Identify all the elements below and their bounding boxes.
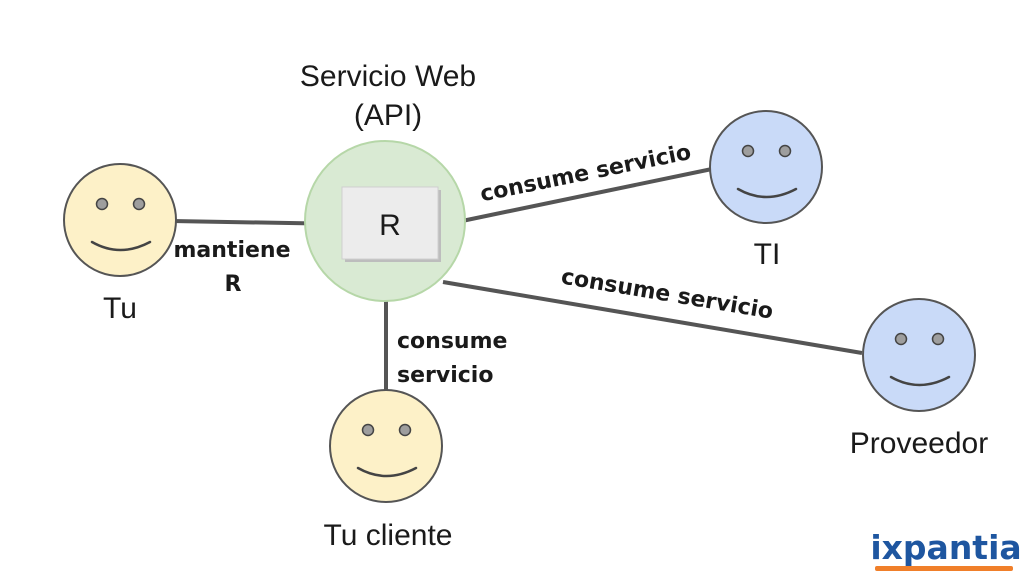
logo-text: ixpantia: [870, 528, 1021, 567]
service-title-line2: (API): [354, 99, 422, 132]
resource-label: R: [379, 209, 401, 242]
relation-tu-line1: mantiene: [174, 238, 291, 263]
actor-tu-label: Tu: [103, 292, 137, 325]
smiley-face-icon: [709, 110, 823, 224]
relation-cliente-line2: servicio: [397, 363, 493, 388]
eye-left: [95, 197, 109, 211]
connector-ti: [461, 167, 713, 223]
smiley-face-icon: [63, 163, 177, 277]
eye-right: [398, 423, 412, 437]
eye-left: [894, 332, 908, 346]
relation-cliente-line1: consume: [397, 329, 507, 354]
eye-right: [778, 144, 792, 158]
eye-right: [132, 197, 146, 211]
smiley-face-icon: [329, 389, 443, 503]
connector-proveedor: [442, 280, 863, 355]
actor-tu-cliente: [329, 389, 443, 503]
actor-ti: [709, 110, 823, 224]
resource-box: [341, 186, 439, 260]
mouth: [90, 240, 152, 252]
actor-proveedor-label: Proveedor: [850, 427, 988, 460]
eye-left: [741, 144, 755, 158]
actor-ti-label: TI: [754, 238, 781, 271]
smiley-face-icon: [862, 298, 976, 412]
relation-tu-line2: R: [225, 272, 242, 297]
actor-tu-cliente-label: Tu cliente: [324, 519, 453, 552]
mouth: [736, 187, 798, 199]
relation-proveedor: consume servicio: [559, 265, 775, 325]
logo-underline: [875, 566, 1013, 571]
eye-left: [361, 423, 375, 437]
actor-proveedor: [862, 298, 976, 412]
eye-right: [931, 332, 945, 346]
mouth: [356, 466, 418, 478]
actor-tu: [63, 163, 177, 277]
mouth: [889, 375, 951, 387]
ixpantia-logo: ixpantia: [870, 528, 1022, 571]
service-title-line1: Servicio Web: [300, 60, 476, 93]
